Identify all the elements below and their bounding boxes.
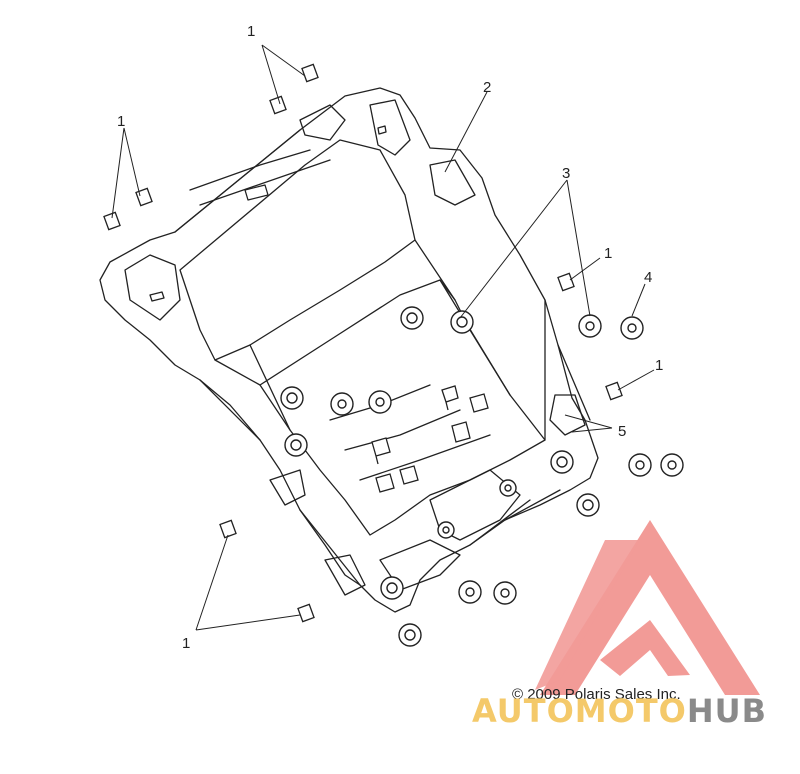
grommet — [400, 306, 424, 330]
clip — [469, 393, 489, 413]
washer — [628, 453, 652, 477]
callout-4: 4 — [644, 269, 652, 286]
clip — [399, 465, 419, 485]
watermark-auto: AUTO — [472, 692, 575, 730]
watermark-brand: AUTOMOTOHUB — [472, 692, 767, 730]
clip — [441, 385, 459, 411]
washer — [493, 581, 517, 605]
callout-1-left: 1 — [117, 113, 125, 130]
washer — [330, 392, 354, 416]
callout-1-right: 1 — [604, 245, 612, 262]
top-panel — [179, 139, 416, 361]
grommet — [398, 623, 422, 647]
callout-5: 5 — [618, 423, 626, 440]
callout-3: 3 — [562, 165, 570, 182]
nut — [557, 272, 575, 292]
watermark-moto: MOTO — [574, 692, 687, 730]
grommet — [380, 576, 404, 600]
grommet — [550, 450, 574, 474]
copyright-text: © 2009 Polaris Sales Inc. — [512, 686, 681, 703]
washer — [368, 390, 392, 414]
grommet — [280, 386, 304, 410]
clip — [451, 421, 471, 443]
watermark-logo — [535, 520, 760, 695]
frame-outline — [99, 87, 599, 613]
nut — [605, 381, 623, 401]
nut — [135, 187, 153, 207]
callout-1-bottom: 1 — [182, 635, 190, 652]
clip — [371, 437, 391, 465]
nut — [301, 63, 319, 83]
washer — [578, 314, 602, 338]
grommet — [284, 433, 308, 457]
grommet — [450, 310, 474, 334]
callout-2: 2 — [483, 79, 491, 96]
nut — [103, 211, 121, 231]
washer — [660, 453, 684, 477]
watermark-hub: HUB — [686, 692, 768, 730]
callout-1-right-lower: 1 — [655, 357, 663, 374]
washer — [458, 580, 482, 604]
washer — [620, 316, 644, 340]
floor-panel — [259, 279, 546, 536]
grommet — [499, 479, 517, 497]
clip — [375, 473, 395, 493]
nut — [297, 603, 315, 623]
grommet — [437, 521, 455, 539]
callout-1-top: 1 — [247, 23, 255, 40]
grommet — [576, 493, 600, 517]
nut — [269, 95, 287, 115]
nut — [219, 519, 237, 539]
